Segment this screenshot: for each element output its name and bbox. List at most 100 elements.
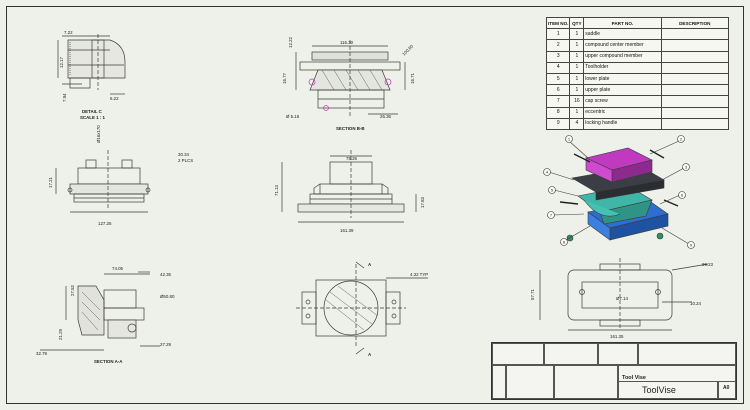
- item-no: 3: [545, 50, 571, 63]
- section-a-a-view: [40, 271, 160, 351]
- title-block: Tool Vise ToolVise A0: [491, 342, 737, 400]
- dimension-text: Ø50.80: [160, 294, 175, 299]
- dimension-text: 16.77: [282, 72, 287, 84]
- qty: 1: [569, 61, 585, 74]
- balloon: [682, 163, 690, 171]
- dimension-text: 4.32 TYP: [410, 272, 428, 277]
- view-label: SECTION B-B: [336, 126, 365, 131]
- dimension-text: 17.21: [48, 176, 53, 188]
- top-view: [296, 261, 428, 355]
- balloon-label: 1: [568, 137, 571, 142]
- dimension-text: 42.35: [160, 272, 172, 277]
- balloon: [543, 168, 551, 176]
- balloon: [678, 191, 686, 199]
- item-no: 4: [545, 61, 571, 74]
- dimension-text: 7.94: [62, 93, 67, 102]
- qty: 1: [569, 84, 585, 97]
- item-no: 1: [545, 28, 571, 41]
- dimension-text: 74.05: [112, 266, 124, 271]
- dimension-text: 57.71: [530, 288, 535, 300]
- dimension-text: 16.71: [410, 72, 415, 84]
- qty: 1: [569, 72, 585, 86]
- view-label: DETAIL C: [82, 109, 103, 114]
- dimension-text: 161.39: [340, 228, 354, 233]
- qty: 1: [569, 28, 585, 41]
- dimension-text: 7.22: [64, 30, 73, 35]
- dimension-text: 17.83: [420, 196, 425, 208]
- dimension-text: 26.36: [380, 114, 392, 119]
- description: [660, 84, 730, 97]
- balloon-label: 3: [685, 165, 688, 170]
- bom-header: QTY: [569, 16, 585, 30]
- balloon-label: 5: [551, 188, 554, 193]
- view-label: SECTION A-A: [94, 359, 123, 364]
- dimension-text: 12.17: [59, 56, 64, 68]
- bom-header: DESCRIPTION: [660, 16, 730, 30]
- part-no: eccentric: [583, 106, 662, 119]
- balloon: [548, 186, 556, 194]
- dimension-text: 21.29: [58, 328, 63, 340]
- view-scale: SCALE 1 : 1: [80, 115, 105, 120]
- bom-header: PART NO.: [583, 16, 662, 30]
- dimension-text: 27.52: [70, 284, 75, 296]
- dimension-text: 127.25: [98, 221, 112, 226]
- center-front-view: [281, 150, 417, 223]
- part-no: Toolholder: [583, 61, 662, 74]
- drawing-name: ToolVise: [642, 385, 676, 395]
- dimension-text: 99.23: [702, 262, 714, 267]
- section-b-b-view: [295, 40, 406, 118]
- qty: 1: [569, 39, 585, 52]
- dimension-text: 75.26: [346, 156, 358, 161]
- balloon-label: 8: [563, 240, 566, 245]
- isometric-assembly-view: [548, 140, 690, 245]
- item-no: 7: [545, 95, 571, 108]
- item-no: 9: [545, 117, 571, 130]
- dimension-text: 27.29: [160, 342, 172, 347]
- qty: 1: [569, 50, 585, 63]
- title-block-notes-cell: [492, 343, 544, 365]
- qty: 4: [569, 117, 585, 130]
- balloon-label: 9: [690, 243, 693, 248]
- part-no: cap screw: [583, 95, 662, 108]
- part-no: lower plate: [583, 72, 662, 86]
- section-marker: A: [368, 352, 372, 357]
- title-block-signature-cell: [598, 343, 638, 365]
- balloon-label: 4: [546, 170, 549, 175]
- qty: 1: [569, 106, 585, 119]
- title-block-company-cell: [638, 343, 736, 365]
- title-block-drawn-cell: [506, 365, 554, 399]
- dimension-text: 71.13: [274, 184, 279, 196]
- dimension-text: Ø7.14: [616, 296, 629, 301]
- title-block-tolerance-cell: [544, 343, 598, 365]
- balloon-label: 6: [681, 193, 684, 198]
- title-block-date-cell: [554, 365, 618, 399]
- part-no: upper compound member: [583, 50, 662, 63]
- item-no: 2: [545, 39, 571, 52]
- description: [660, 117, 730, 130]
- dimension-text: 10.24: [690, 301, 702, 306]
- detail-c-view: [57, 34, 126, 95]
- part-no: locking handle: [583, 117, 662, 130]
- part-no: compound center member: [583, 39, 662, 52]
- right-top-view: [539, 258, 709, 331]
- item-no: 8: [545, 106, 571, 119]
- dimension-text: 161.35: [610, 334, 624, 339]
- dimension-text: 30.34: [178, 152, 190, 157]
- description: [660, 39, 730, 52]
- title-block-size-cell: [718, 381, 736, 399]
- description: [660, 61, 730, 74]
- part-no: saddle: [583, 28, 662, 41]
- description: [660, 95, 730, 108]
- description: [660, 28, 730, 41]
- section-marker: A: [368, 262, 372, 267]
- item-no: 6: [545, 84, 571, 97]
